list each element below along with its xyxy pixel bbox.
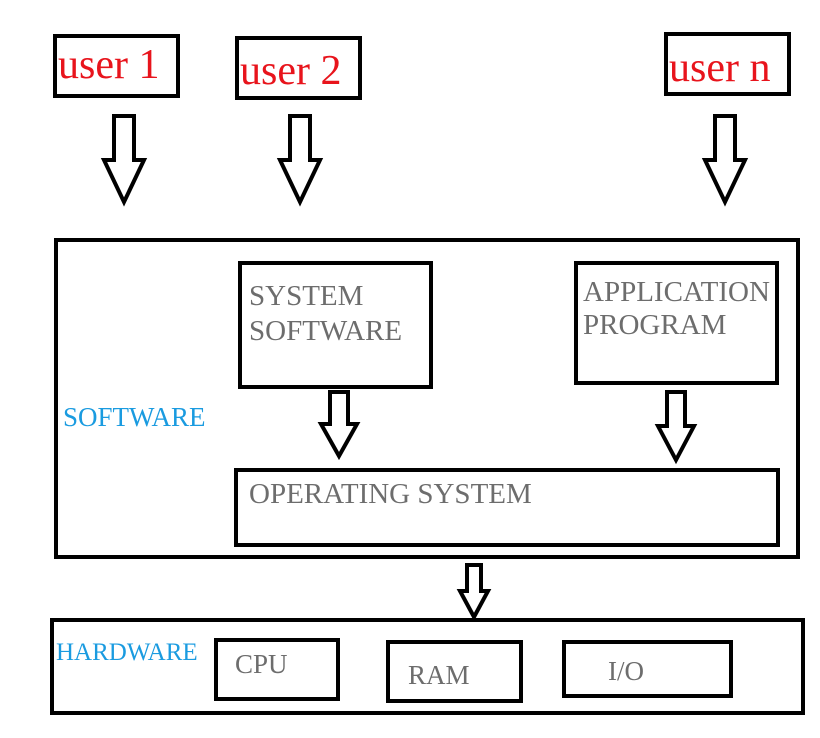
user-n-label: user n [669, 45, 771, 91]
application-program-label-line1: APPLICATION [583, 276, 770, 308]
user-2-label: user 2 [240, 48, 342, 94]
down-arrow-icon [317, 390, 361, 461]
system-software-label-line1: SYSTEM [249, 280, 364, 312]
cpu-label: CPU [235, 649, 288, 679]
system-software-label-line2: SOFTWARE [249, 315, 403, 347]
down-arrow-icon [276, 114, 324, 207]
user-1-label: user 1 [58, 42, 160, 88]
ram-box [386, 640, 523, 703]
io-label: I/O [608, 656, 644, 686]
io-box [562, 640, 733, 698]
application-program-box [574, 261, 779, 385]
user-1-box [53, 34, 180, 98]
down-arrow-icon [654, 390, 698, 465]
down-arrow-icon [701, 114, 749, 207]
down-arrow-icon [456, 563, 492, 622]
user-2-box [235, 36, 362, 100]
operating-system-box [234, 468, 780, 547]
hardware-label: HARDWARE [56, 639, 198, 666]
ram-label: RAM [408, 660, 470, 690]
system-software-box [238, 261, 433, 389]
cpu-box [214, 638, 340, 701]
application-program-label-line2: PROGRAM [583, 309, 727, 341]
software-label: SOFTWARE [63, 402, 206, 432]
user-n-box [664, 32, 791, 96]
down-arrow-icon [100, 114, 148, 207]
operating-system-label: OPERATING SYSTEM [249, 478, 532, 510]
